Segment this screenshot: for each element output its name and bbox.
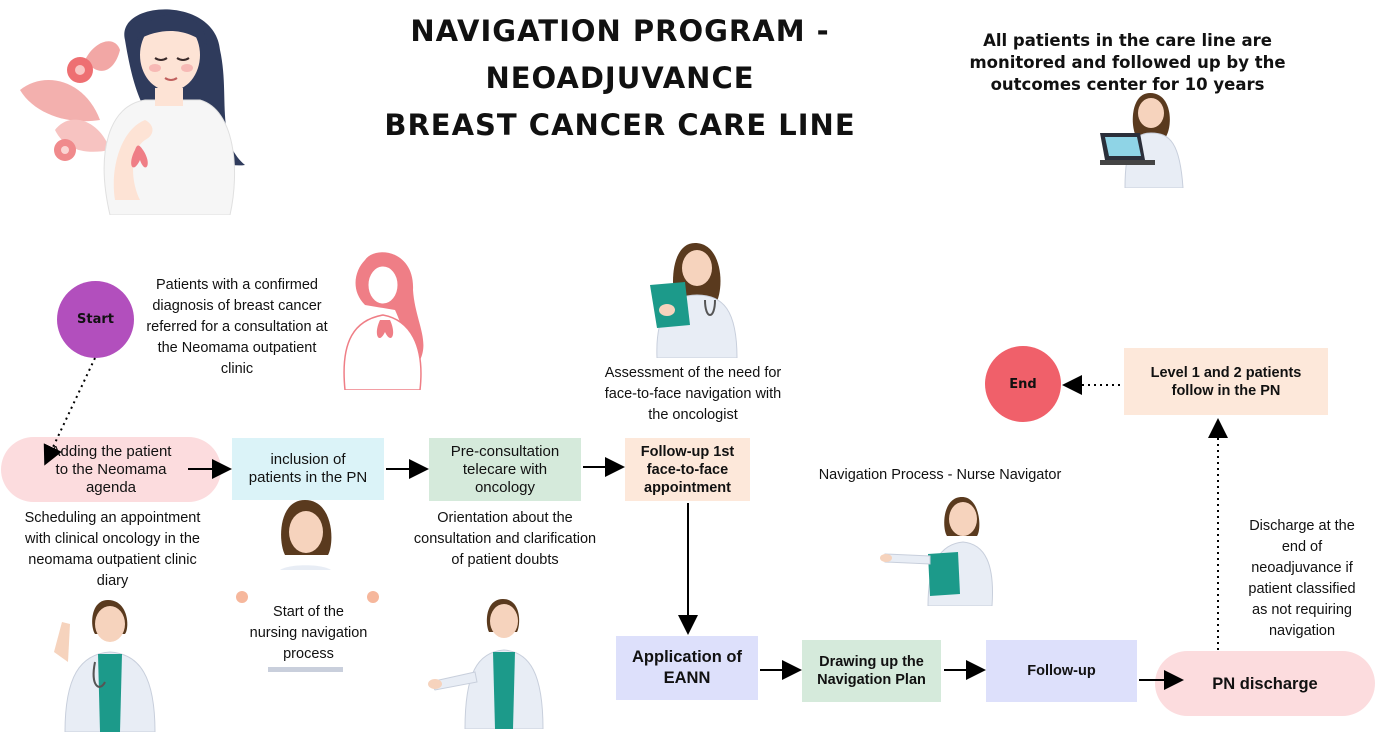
monitoring-line-3: outcomes center for 10 years [990,75,1265,94]
step-inclusion: inclusion of patients in the PN [232,438,384,500]
start-desc-line-4: the Neomama outpatient [157,340,317,356]
monitoring-note: All patients in the care line are monito… [965,30,1290,96]
nurse-pointing-icon [54,600,156,732]
adding-cap-line-3: neomama outpatient clinic [28,552,197,568]
start-desc-line-5: clinic [220,361,254,377]
end-label: End [1009,376,1037,392]
preconsult-cap-line-3: of patient doubts [451,552,559,568]
adding-caption: Scheduling an appointment with clinical … [10,508,215,592]
preconsult-line-1: Pre-consultation [450,442,560,460]
nurse-clipboard-icon [650,243,738,358]
step-drawing-plan: Drawing up the Navigation Plan [802,640,941,702]
patient-ribbon-icon [343,252,424,390]
eann-line-1: Application of [632,648,742,666]
assessment-cap-line-1: Assessment of the need for [604,365,782,381]
inclusion-caption: Start of the nursing navigation process [236,602,381,665]
end-node: End [985,346,1061,422]
start-desc-line-2: diagnosis of breast cancer [152,298,322,314]
eann-line-2: EANN [663,669,711,687]
discharge-cap-line-4: patient classified [1248,581,1356,597]
start-label: Start [77,312,114,327]
inclusion-cap-line-1: Start of the [273,604,344,620]
followup1-line-2: face-to-face [646,461,729,478]
step-followup: Follow-up [986,640,1137,702]
assessment-cap-line-2: face-to-face navigation with [604,386,782,402]
page-title: NAVIGATION PROGRAM - NEOADJUVANCE BREAST… [360,8,880,149]
start-desc-line-3: referred for a consultation at [146,319,328,335]
drawing-line-2: Navigation Plan [817,672,926,688]
nurse-gesturing-icon [428,599,544,729]
adding-line-3: agenda [85,478,137,496]
preconsult-cap-line-1: Orientation about the [437,510,573,526]
discharge-cap-line-1: Discharge at the [1249,518,1355,534]
nurse-presenting-icon [880,497,994,606]
followup1-line-1: Follow-up 1st [640,443,735,460]
discharge-line-1: PN discharge [1212,674,1318,693]
step-pn-discharge: PN discharge [1155,651,1375,716]
discharge-caption: Discharge at the end of neoadjuvance if … [1232,516,1372,642]
step-preconsultation: Pre-consultation telecare with oncology [429,438,581,501]
followup-line-1: Follow-up [1027,663,1096,679]
start-description: Patients with a confirmed diagnosis of b… [138,275,336,380]
ribbon-icon [131,145,148,168]
nurse-process-caption: Navigation Process - Nurse Navigator [818,467,1062,483]
drawing-line-1: Drawing up the [819,654,924,670]
inclusion-cap-line-3: process [283,646,334,662]
adding-cap-line-2: with clinical oncology in the [25,531,200,547]
step-eann: Application of EANN [616,636,758,700]
assessment-cap-line-3: the oncologist [648,407,738,423]
discharge-cap-line-6: navigation [1268,623,1336,639]
level-line-2: follow in the PN [1171,382,1281,399]
title-line-3: BREAST CANCER CARE LINE [384,108,856,142]
level-line-1: Level 1 and 2 patients [1150,364,1302,381]
inclusion-cap-line-2: nursing navigation [249,625,368,641]
inclusion-line-1: inclusion of [270,451,346,468]
step-adding-patient: Adding the patient to the Neomama agenda [1,437,221,502]
arrow-start-to-adding [43,357,96,466]
inclusion-line-2: patients in the PN [248,469,368,486]
start-desc-line-1: Patients with a confirmed [156,277,318,293]
nurse-laptop-icon [1100,93,1184,188]
preconsult-line-2: telecare with [462,460,548,478]
start-node: Start [57,281,134,358]
monitoring-line-2: monitored and followed up by the [969,53,1286,72]
preconsult-line-3: oncology [474,478,536,496]
followup1-line-3: appointment [644,479,731,496]
preconsult-caption: Orientation about the consultation and c… [405,508,605,571]
preconsult-cap-line-2: consultation and clarification [413,531,597,547]
assessment-caption: Assessment of the need for face-to-face … [597,363,789,426]
adding-cap-line-4: diary [96,573,129,589]
title-line-2: NEOADJUVANCE [485,61,755,95]
step-followup-first: Follow-up 1st face-to-face appointment [625,438,750,501]
discharge-cap-line-5: as not requiring [1252,602,1352,618]
discharge-cap-line-3: neoadjuvance if [1251,560,1353,576]
monitoring-line-1: All patients in the care line are [983,31,1272,50]
discharge-cap-line-2: end of [1281,539,1323,555]
step-level-patients: Level 1 and 2 patients follow in the PN [1124,348,1328,415]
woman-illustration [20,9,245,215]
nurse-sign-icon [236,500,379,672]
adding-line-2: to the Neomama [55,460,167,478]
adding-line-1: Adding the patient [50,442,172,460]
title-line-1: NAVIGATION PROGRAM - [410,14,830,48]
adding-cap-line-1: Scheduling an appointment [24,510,201,526]
